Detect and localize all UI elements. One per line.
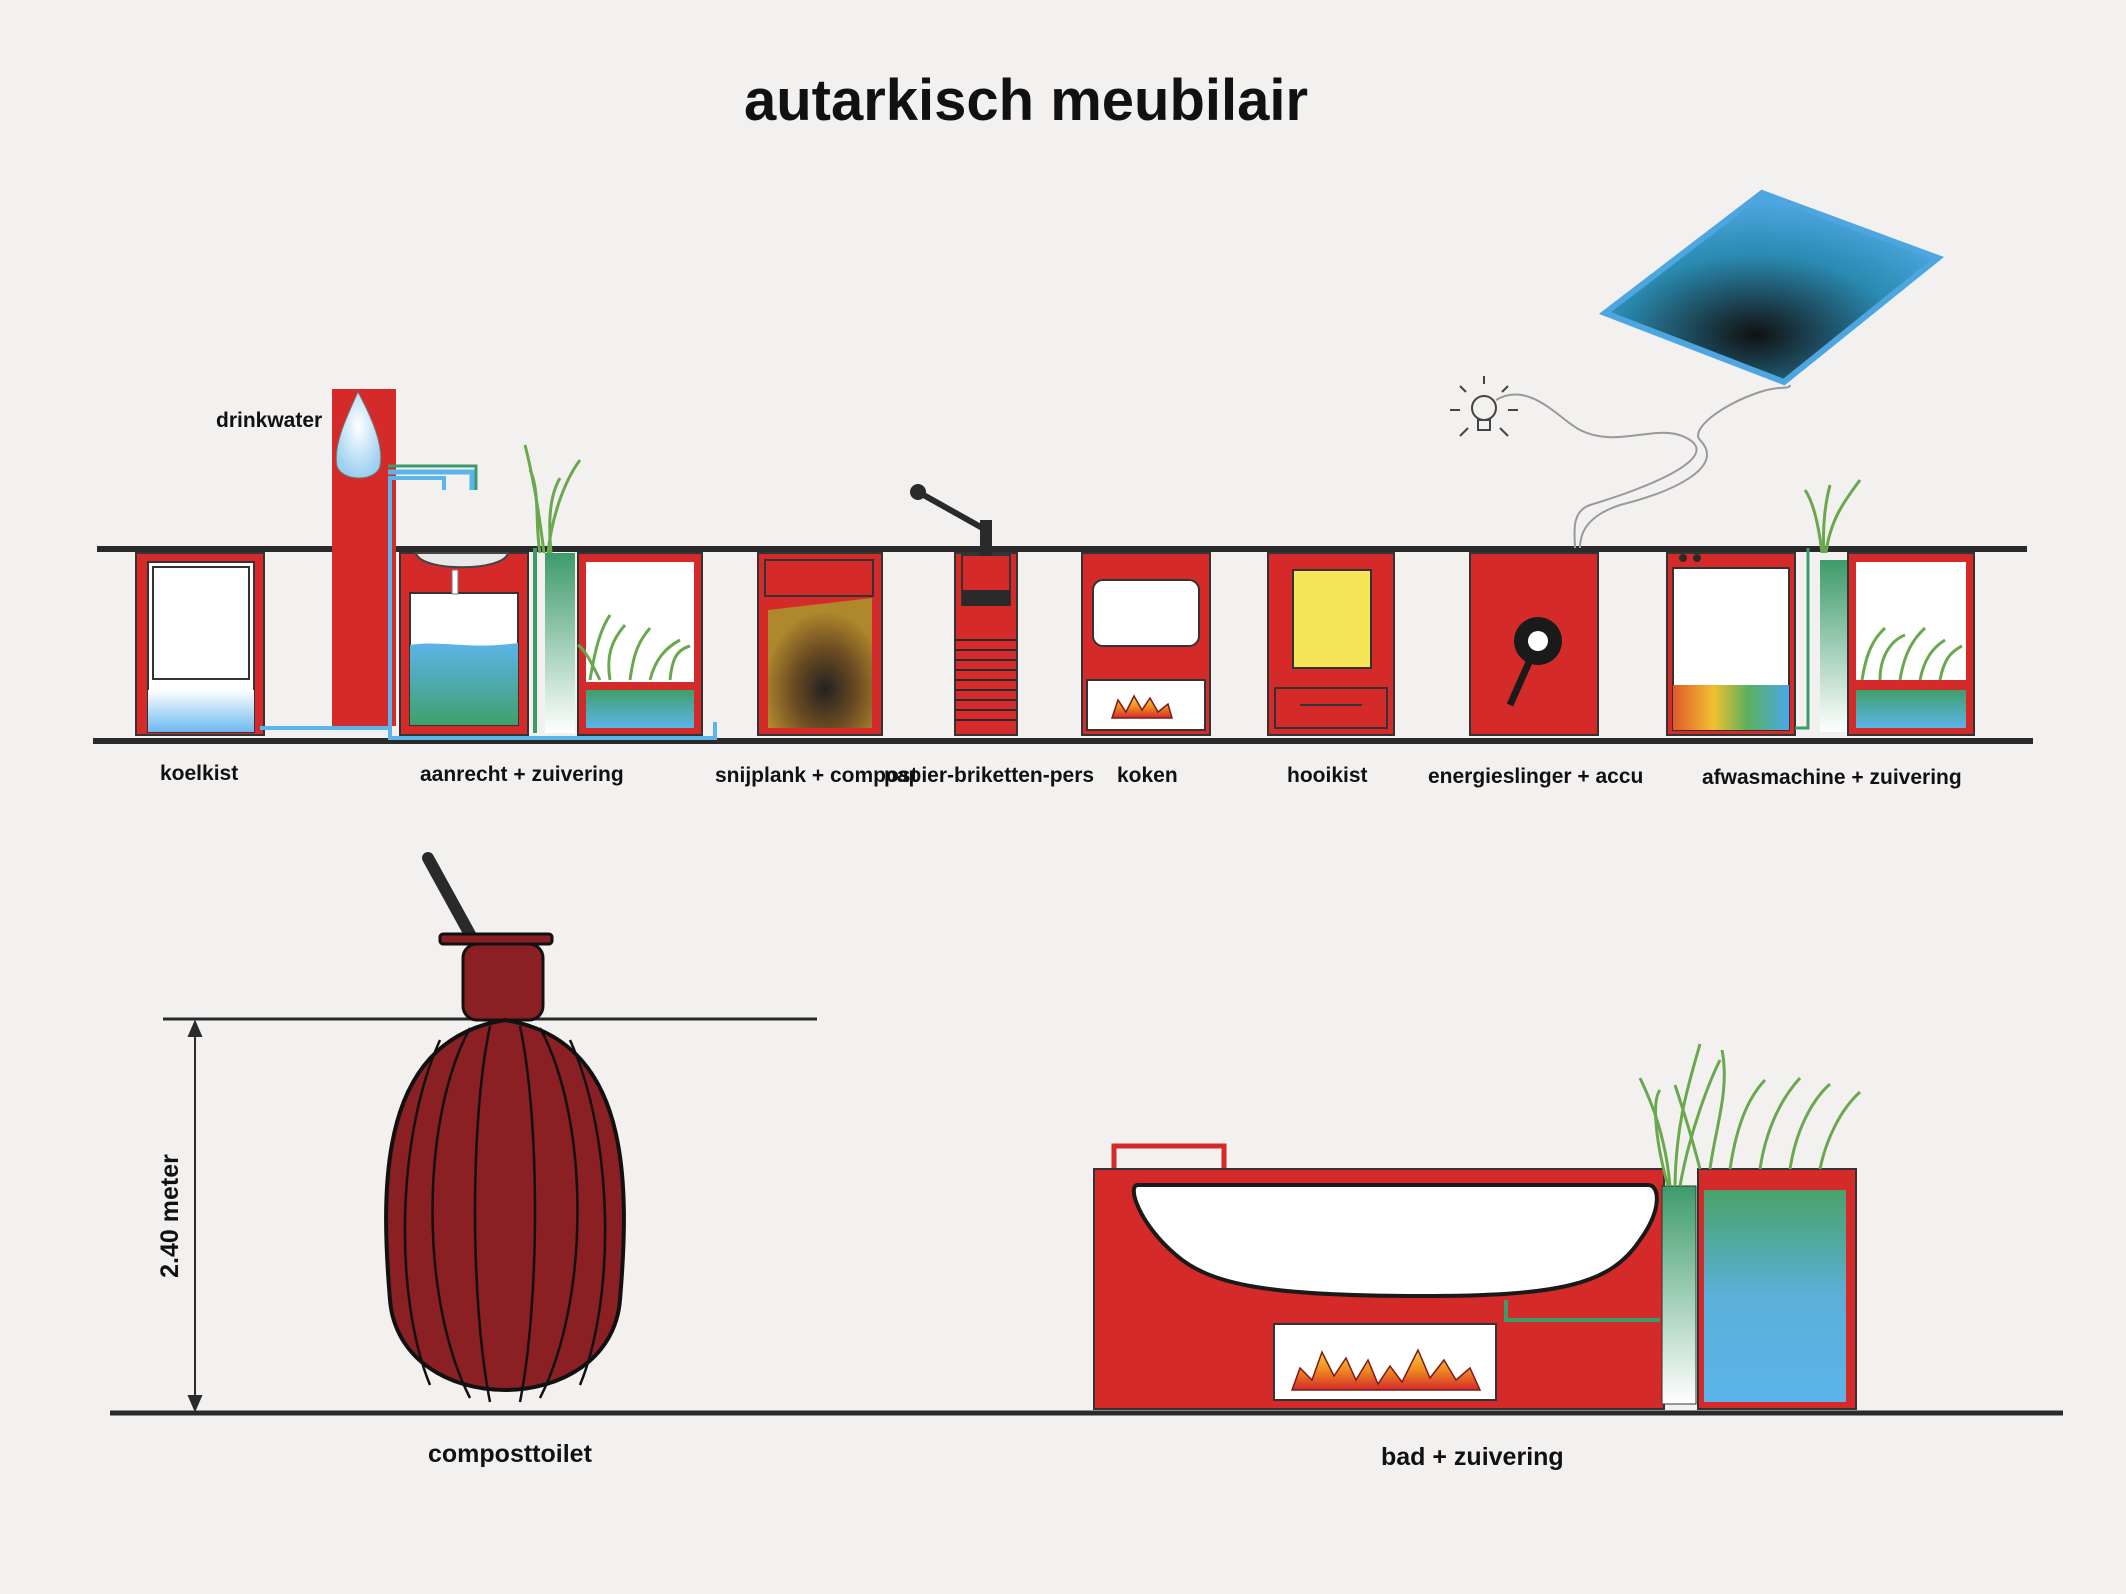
- flame-icon: [1110, 694, 1173, 719]
- solar-panel-icon: [1598, 189, 1945, 386]
- plant-icon: [1803, 479, 1963, 681]
- aanrecht-unit: [399, 548, 703, 736]
- afwasmachine-unit: [1666, 548, 1975, 736]
- koelkist-unit: [135, 552, 265, 736]
- plant-icon: [523, 444, 691, 681]
- drinkwater-column: [260, 389, 717, 740]
- label-drinkwater: drinkwater: [216, 409, 322, 432]
- label-koken: koken: [1117, 764, 1178, 787]
- koken-unit: [1081, 552, 1211, 736]
- label-dimension: 2.40 meter: [156, 1154, 184, 1278]
- label-composttoilet: composttoilet: [428, 1440, 593, 1468]
- label-afwasmachine-zuivering: afwasmachine + zuivering: [1702, 766, 1962, 789]
- flame-icon: [1290, 1348, 1482, 1391]
- label-aanrecht-zuivering: aanrecht + zuivering: [420, 763, 624, 786]
- label-bad-zuivering: bad + zuivering: [1381, 1443, 1564, 1471]
- label-snijplank-compost: snijplank + compost: [715, 764, 917, 787]
- water-drop-icon: [335, 390, 382, 479]
- papier-briketten-pers-unit: [910, 484, 1018, 736]
- snijplank-compost-unit: [757, 552, 883, 736]
- label-koelkist: koelkist: [160, 762, 238, 785]
- label-energieslinger-accu: energieslinger + accu: [1428, 765, 1643, 788]
- composttoilet: [384, 852, 626, 1403]
- plant-icon: [1638, 1043, 1862, 1187]
- power-cable: [1495, 384, 1791, 549]
- page-title: autarkisch meubilair: [744, 68, 1308, 133]
- label-hooikist: hooikist: [1287, 764, 1368, 787]
- energieslinger-unit: [1469, 552, 1599, 736]
- label-papier-briketten-pers: papier-briketten-pers: [884, 764, 1094, 787]
- light-bulb-icon: [1450, 376, 1518, 437]
- bad-unit: [1093, 1143, 1857, 1410]
- height-dimension: [187, 1019, 203, 1413]
- hooikist-unit: [1267, 552, 1395, 736]
